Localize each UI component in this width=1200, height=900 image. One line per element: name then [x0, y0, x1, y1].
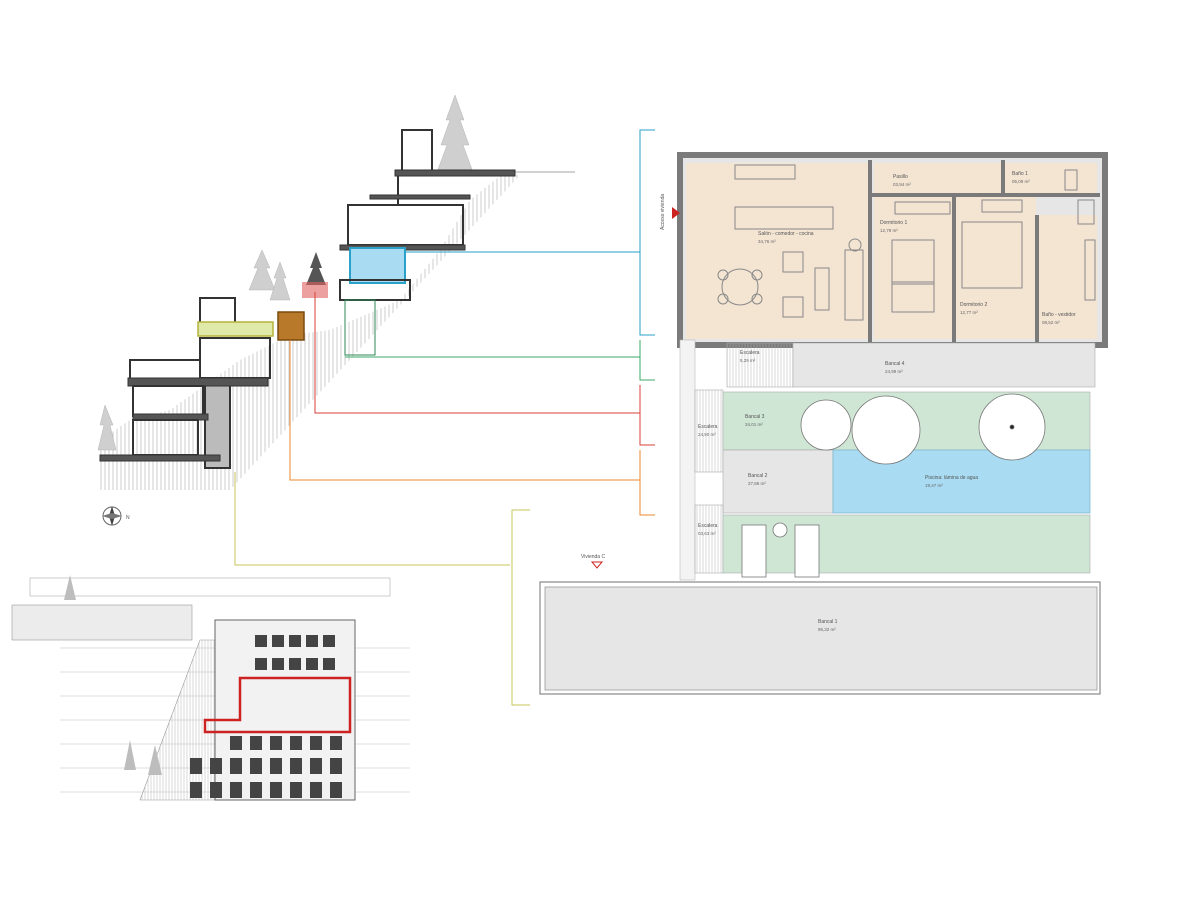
terrace-area: 95,32 m²: [818, 627, 836, 632]
room-bedroom-2: [956, 197, 1036, 339]
north-arrow-label: N: [126, 515, 130, 521]
room-label: Salón - comedor - cocina: [758, 231, 814, 237]
room-living: [686, 163, 868, 339]
room-area: 34,76 m²: [758, 239, 776, 244]
outdoor-plan: Vivienda C Escalera 5,29 m² Bancal 4 24,…: [539, 339, 1101, 695]
terrace-label: Piscina: lámina de agua: [925, 475, 978, 481]
terrace-area: 19,47 m²: [925, 483, 943, 488]
stair-low: [694, 504, 724, 574]
room-bath-dressing: [1039, 215, 1097, 339]
terrace-label: Escalera: [698, 523, 718, 529]
furniture: [717, 164, 1096, 321]
tree-canopy-icon: [800, 393, 1046, 465]
terrace-area: 24,90 m²: [698, 432, 716, 437]
room-area: 12,77 m²: [960, 310, 978, 315]
elevation-drawing: [11, 575, 410, 801]
room-label: Baño 1: [1012, 171, 1028, 177]
stair-top: [726, 342, 794, 388]
room-hall: [874, 163, 1002, 193]
terrace-area: 03,63 m²: [698, 531, 716, 536]
terrace-area: 27,86 m²: [748, 481, 766, 486]
unit-marker-icon: [590, 561, 604, 569]
north-arrow-icon: N: [102, 506, 130, 526]
tree-icon: [97, 94, 474, 451]
hillside-slope: [100, 172, 520, 490]
room-area: 08,52 m²: [1042, 320, 1060, 325]
unit-highlight: [203, 676, 352, 734]
unit-marker-label: Vivienda C: [581, 554, 605, 560]
terrace-label: Bancal 1: [818, 619, 838, 625]
terrace-label: Escalera: [698, 424, 718, 430]
terrace-label: Bancal 2: [748, 473, 768, 479]
room-bath-1: [1005, 163, 1097, 193]
room-label: Dormitorio 1: [880, 220, 907, 226]
terrace-label: Bancal 3: [745, 414, 765, 420]
terrace-1: [544, 586, 1098, 691]
terrace-4: [792, 342, 1096, 388]
room-label: Pasillo: [893, 174, 908, 180]
lounger-icon: [741, 522, 820, 578]
terrace-label: Escalera: [740, 350, 760, 356]
stair-mid: [694, 389, 724, 473]
apartment-plan: Acceso vivienda Salón - comedor - cocina…: [660, 152, 1108, 348]
room-area: 12,79 m²: [880, 228, 898, 233]
terrace-label: Bancal 4: [885, 361, 905, 367]
building-section: N: [97, 94, 575, 526]
terrace-area: 34,01 m²: [745, 422, 763, 427]
room-bedroom-1: [874, 197, 952, 339]
room-area: 03,94 m²: [893, 182, 911, 187]
section-floors: [99, 129, 516, 469]
entrance-label: Acceso vivienda: [660, 194, 666, 230]
tree-icon: [64, 575, 162, 775]
terrace-area: 24,99 m²: [885, 369, 903, 374]
entrance-arrow-icon: [672, 207, 680, 219]
terrace-area: 5,29 m²: [740, 358, 756, 363]
terrace-2: [722, 449, 834, 514]
leader-lines: [234, 129, 655, 706]
room-area: 05,09 m²: [1012, 179, 1030, 184]
elevation-windows: [190, 635, 342, 798]
room-label: Dormitorio 2: [960, 302, 987, 308]
room-label: Baño - vestidor: [1042, 312, 1076, 318]
red-tree-icon: [302, 252, 328, 298]
